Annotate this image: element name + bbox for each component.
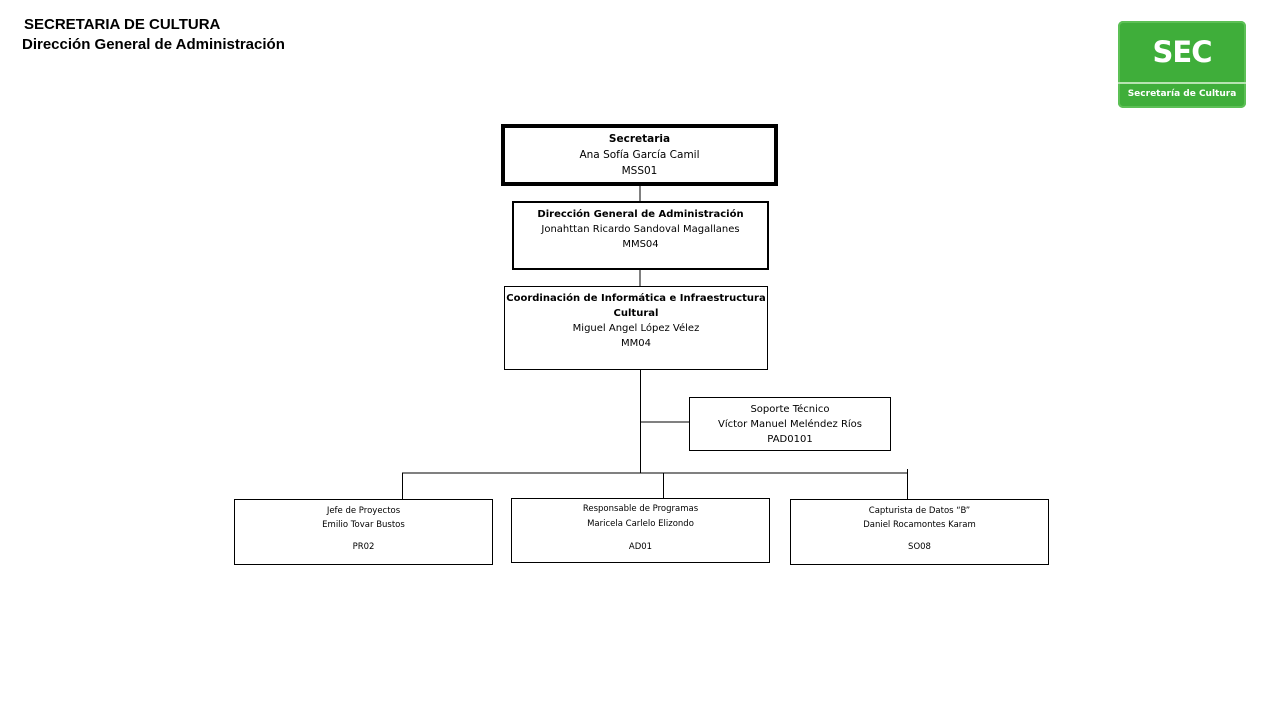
- logo-subtext: Secretaría de Cultura: [1127, 89, 1237, 99]
- node-code: MMS04: [622, 239, 659, 250]
- node-code: PR02: [352, 542, 375, 552]
- node-code: SO08: [908, 542, 931, 552]
- node-code: MM04: [621, 338, 651, 349]
- node-person: Ana Sofía García Camil: [579, 149, 700, 161]
- logo-divider: [1118, 82, 1246, 84]
- node-coordinacion-informatica: Coordinación de Informática e Infraestru…: [504, 286, 768, 370]
- node-person: Daniel Rocamontes Karam: [863, 520, 976, 530]
- node-spacer: [512, 532, 769, 540]
- node-code: MSS01: [621, 165, 658, 177]
- node-capturista-datos: Capturista de Datos “B” Daniel Rocamonte…: [790, 499, 1049, 565]
- node-person: Miguel Angel López Vélez: [572, 323, 700, 334]
- node-code: PAD0101: [767, 434, 813, 445]
- node-spacer: [235, 532, 492, 540]
- node-title: Dirección General de Administración: [537, 209, 744, 220]
- node-direccion-general: Dirección General de Administración Jona…: [512, 201, 769, 270]
- node-title: Secretaria: [608, 133, 671, 145]
- node-person: Jonahttan Ricardo Sandoval Magallanes: [541, 224, 740, 235]
- node-jefe-proyectos: Jefe de Proyectos Emilio Tovar Bustos PR…: [234, 499, 493, 565]
- node-spacer: [791, 532, 1048, 540]
- node-person: Maricela Carlelo Elizondo: [587, 519, 694, 529]
- node-code: AD01: [628, 542, 653, 552]
- node-responsable-programas: Responsable de Programas Maricela Carlel…: [511, 498, 770, 563]
- organization-subtitle: Dirección General de Administración: [22, 36, 285, 53]
- node-secretaria: Secretaria Ana Sofía García Camil MSS01: [501, 124, 778, 186]
- organization-title: SECRETARIA DE CULTURA: [24, 16, 221, 33]
- node-person: Emilio Tovar Bustos: [322, 520, 405, 530]
- logo-text: SEC: [1152, 35, 1213, 69]
- node-title: Soporte Técnico: [750, 404, 830, 415]
- sec-logo: SEC Secretaría de Cultura: [1118, 21, 1246, 108]
- node-person: Víctor Manuel Meléndez Ríos: [717, 419, 863, 430]
- node-soporte-tecnico: Soporte Técnico Víctor Manuel Meléndez R…: [689, 397, 891, 451]
- node-title: Jefe de Proyectos: [326, 506, 401, 516]
- node-title: Coordinación de Informática e Infraestru…: [506, 293, 766, 319]
- node-title: Responsable de Programas: [582, 504, 699, 514]
- node-title: Capturista de Datos “B”: [868, 506, 971, 516]
